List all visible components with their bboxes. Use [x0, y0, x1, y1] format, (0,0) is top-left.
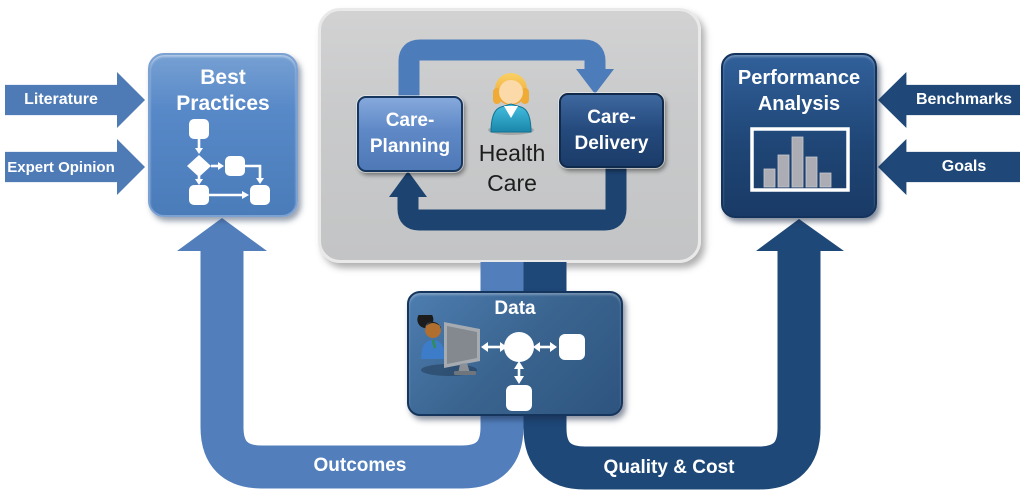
data-title: Data — [494, 298, 536, 319]
literature-label: Literature — [24, 91, 98, 108]
performance-analysis-line2: Analysis — [757, 93, 841, 115]
best-practices-box: Best Practices — [148, 53, 298, 217]
outcomes-label: Outcomes — [313, 455, 407, 476]
care-planning-box: Care- Planning — [357, 96, 463, 172]
quality-cost-feedback-pipe — [523, 219, 844, 490]
cycle-arrow-planning-to-delivery — [398, 39, 614, 100]
care-delivery-line2: Delivery — [574, 132, 649, 154]
care-planning-line2: Planning — [369, 136, 451, 157]
care-planning-line1: Care- — [385, 110, 435, 132]
goals-label: Goals — [941, 158, 987, 175]
care-delivery-title: Care- Delivery — [561, 105, 662, 156]
expert-opinion-label: Expert Opinion — [7, 158, 115, 176]
analyst-at-computer-icon — [417, 315, 480, 376]
outcomes-feedback-pipe — [177, 218, 524, 489]
cycle-down-arrowhead-icon — [576, 69, 614, 94]
performance-analysis-title: Performance Analysis — [723, 55, 875, 117]
benchmarks-label: Benchmarks — [915, 91, 1013, 108]
flowchart-icon — [187, 119, 270, 205]
care-delivery-line1: Care- — [587, 106, 636, 128]
woman-person-icon — [488, 73, 534, 135]
care-delivery-box: Care- Delivery — [559, 93, 664, 168]
performance-analysis-box: Performance Analysis — [721, 53, 877, 218]
data-hub-box: Data — [407, 291, 623, 416]
care-planning-title: Care- Planning — [359, 108, 461, 159]
best-practices-line1: Best — [200, 66, 246, 89]
outcomes-arrowhead-icon — [177, 218, 267, 251]
cycle-up-arrowhead-icon — [389, 171, 427, 197]
quality-cost-arrowhead-icon — [756, 219, 844, 251]
bar-chart-icon — [750, 127, 850, 192]
data-flow-icon — [481, 332, 585, 411]
health-care-line1: Health — [478, 140, 546, 166]
health-care-label: Health Care — [452, 139, 572, 199]
cycle-arrow-delivery-to-planning — [389, 168, 627, 231]
performance-analysis-line1: Performance — [737, 67, 861, 89]
health-care-line2: Care — [487, 169, 537, 196]
best-practices-line2: Practices — [176, 92, 270, 116]
quality-cost-label: Quality & Cost — [603, 457, 735, 478]
best-practices-title: Best Practices — [150, 55, 296, 118]
